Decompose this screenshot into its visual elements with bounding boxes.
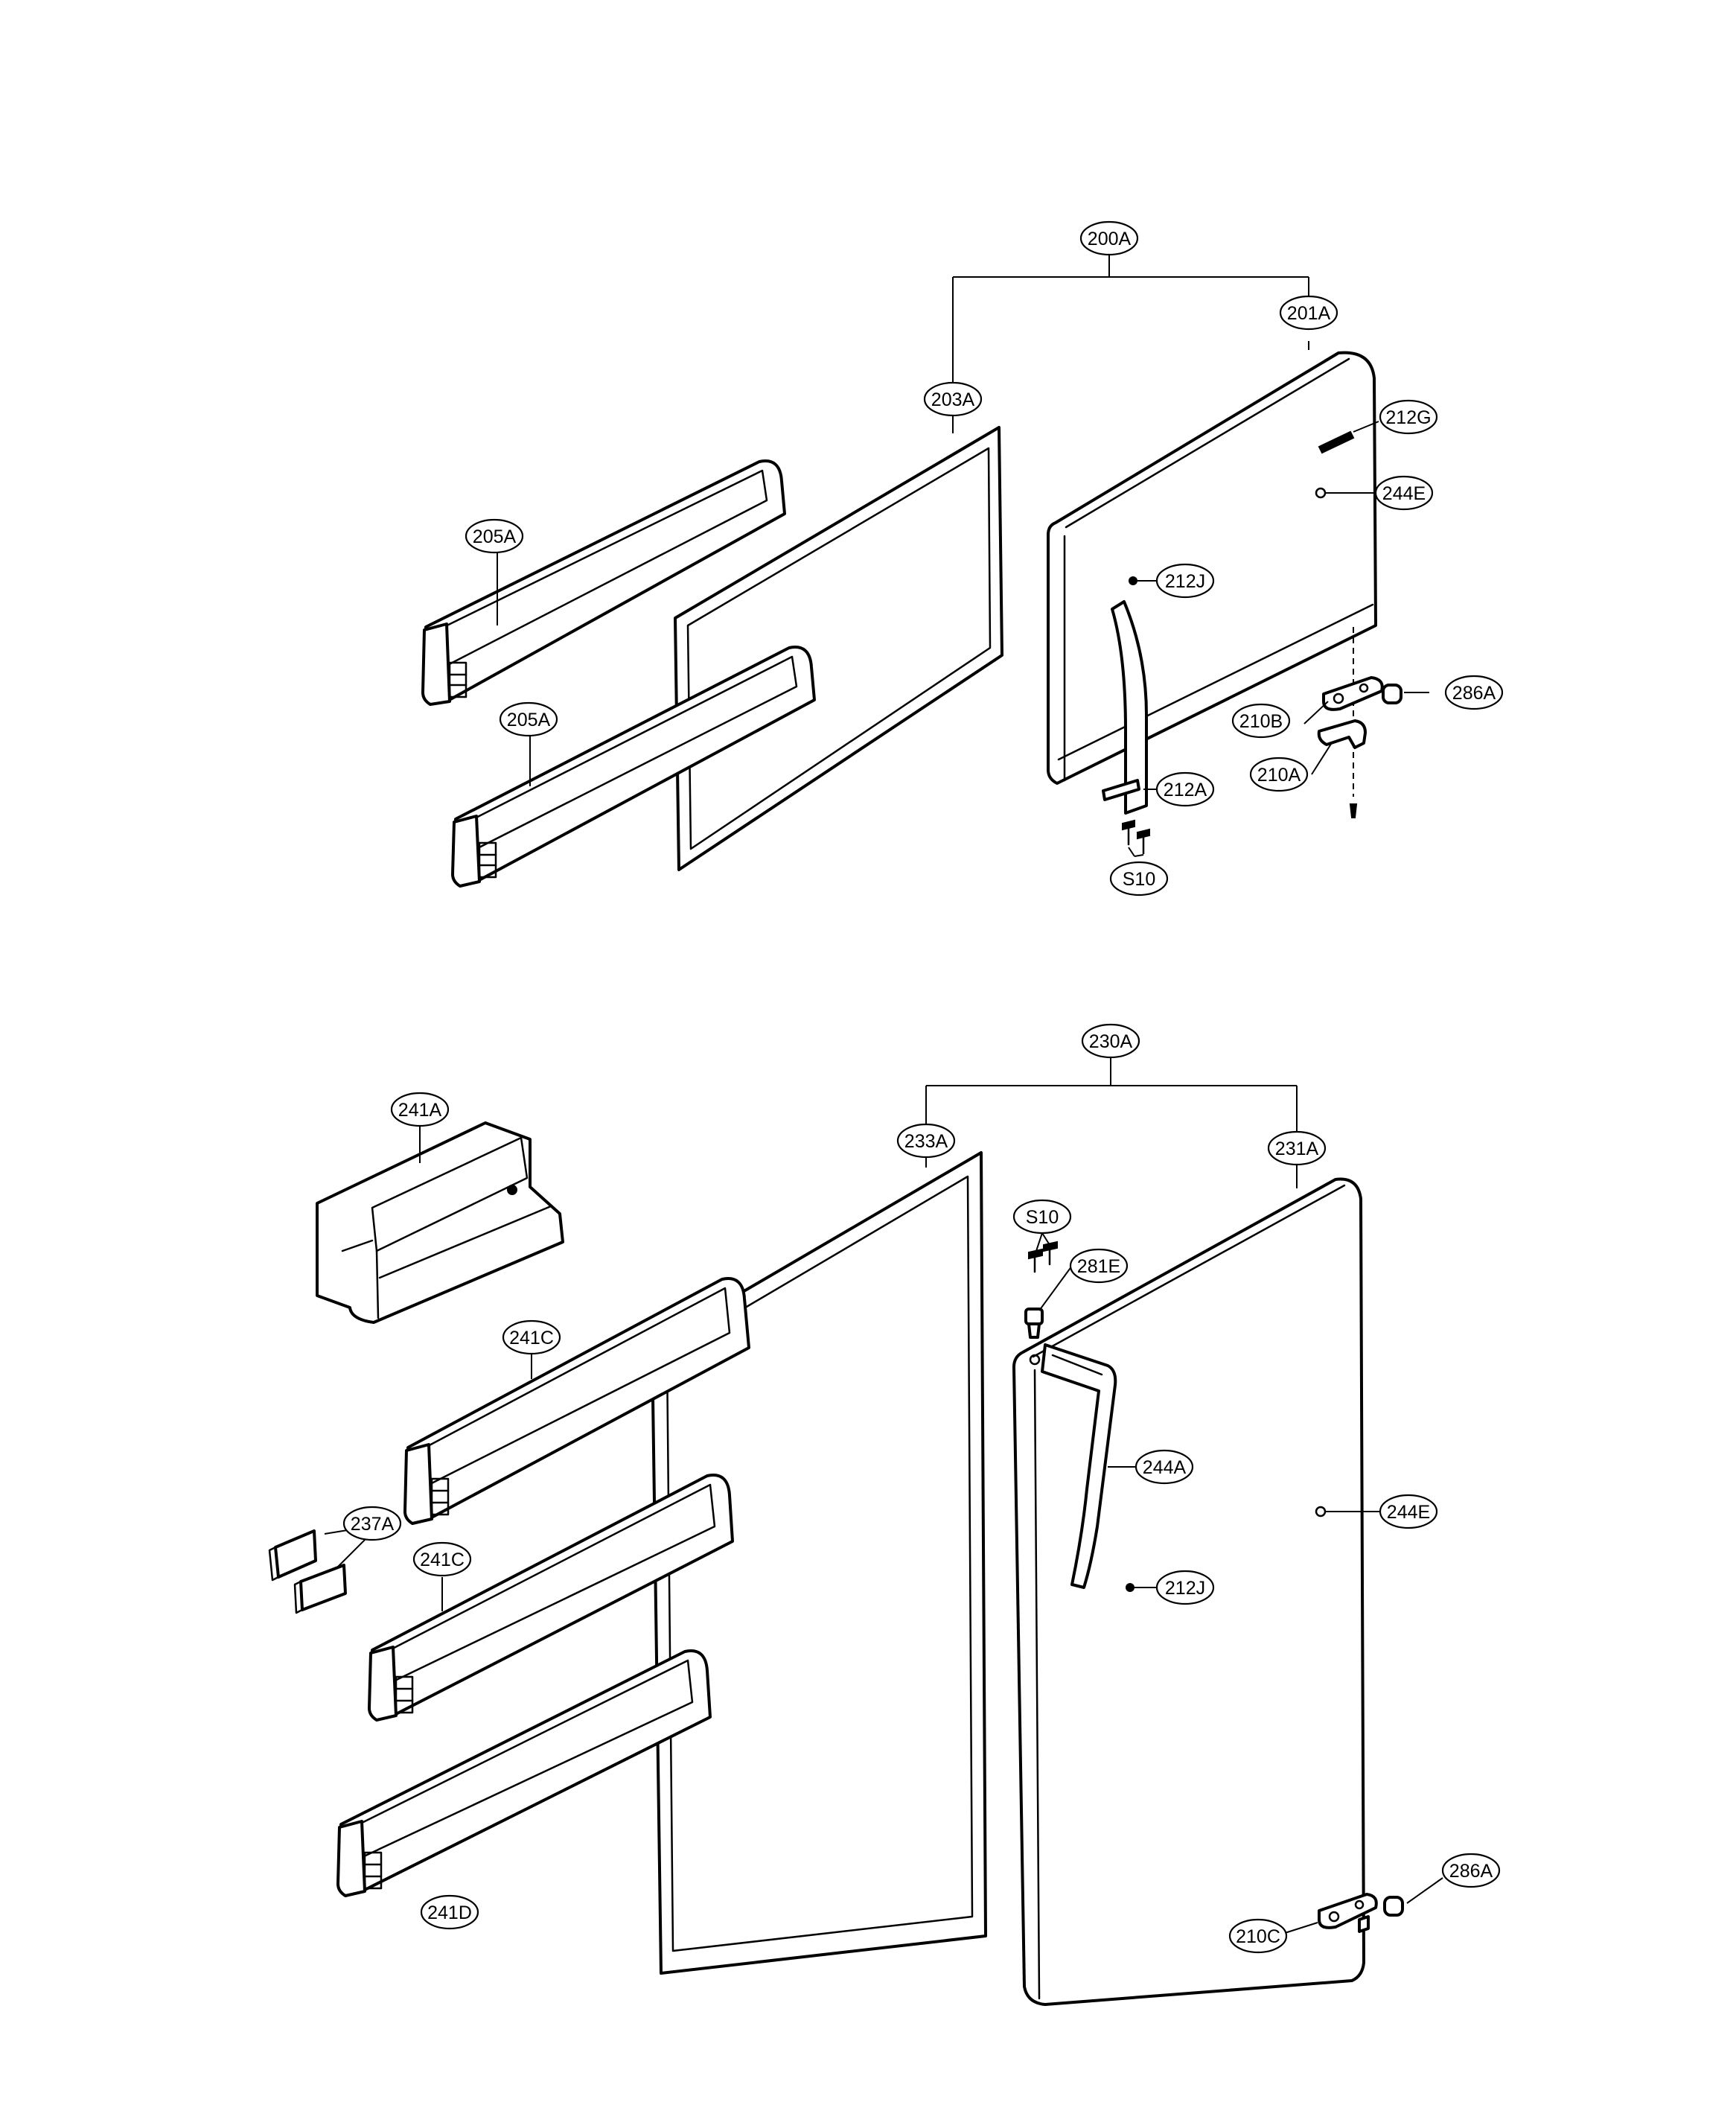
svg-text:241C: 241C bbox=[509, 1328, 554, 1348]
svg-text:205A: 205A bbox=[507, 710, 551, 730]
svg-text:286A: 286A bbox=[1449, 1861, 1493, 1882]
part-label-286a-lower: 286A bbox=[1441, 1853, 1501, 1888]
stopper-281e bbox=[1024, 1308, 1044, 1339]
lower-hinge-parts bbox=[1318, 1893, 1404, 1933]
lower-basket-2 bbox=[368, 1474, 734, 1722]
screw-icon bbox=[1028, 1241, 1058, 1273]
part-label-286a: 286A bbox=[1444, 675, 1504, 710]
part-label-205a-2: 205A bbox=[499, 701, 558, 737]
part-label-210a: 210A bbox=[1249, 757, 1309, 792]
upper-gasket bbox=[674, 426, 1003, 871]
lower-basket-1 bbox=[403, 1277, 750, 1525]
upper-door bbox=[1047, 351, 1377, 815]
part-label-230a: 230A bbox=[1081, 1023, 1140, 1059]
svg-text:212A: 212A bbox=[1164, 780, 1207, 800]
part-label-s10-lower: S10 bbox=[1012, 1199, 1072, 1235]
svg-text:212J: 212J bbox=[1165, 571, 1205, 592]
svg-text:241A: 241A bbox=[398, 1100, 442, 1121]
part-label-241c-2: 241C bbox=[412, 1541, 472, 1577]
svg-text:241D: 241D bbox=[427, 1902, 472, 1923]
part-label-200a: 200A bbox=[1079, 220, 1139, 256]
svg-text:203A: 203A bbox=[931, 389, 975, 410]
part-label-212j: 212J bbox=[1155, 563, 1215, 599]
svg-text:210B: 210B bbox=[1239, 711, 1283, 732]
part-label-203a: 203A bbox=[923, 381, 983, 417]
svg-text:286A: 286A bbox=[1452, 683, 1496, 704]
screw-plug-icon bbox=[1126, 1583, 1135, 1592]
upper-handle bbox=[1111, 600, 1148, 815]
svg-text:205A: 205A bbox=[473, 526, 517, 547]
divider-237a bbox=[268, 1529, 347, 1614]
svg-text:237A: 237A bbox=[351, 1514, 395, 1535]
svg-text:244E: 244E bbox=[1382, 483, 1426, 504]
part-label-244a: 244A bbox=[1135, 1449, 1194, 1485]
upper-basket-1 bbox=[421, 459, 786, 706]
badge-icon bbox=[1318, 430, 1355, 454]
svg-text:210A: 210A bbox=[1257, 765, 1301, 786]
svg-text:210C: 210C bbox=[1236, 1926, 1280, 1947]
part-label-212a: 212A bbox=[1155, 771, 1215, 807]
lower-door-assembly: 230A 241A 233A 231A S10 281E 241C 244A bbox=[268, 1023, 1501, 2006]
svg-text:212J: 212J bbox=[1165, 1578, 1205, 1599]
part-label-241a: 241A bbox=[390, 1092, 450, 1127]
lower-handle bbox=[1041, 1343, 1117, 1589]
screw-icon bbox=[1122, 819, 1150, 855]
svg-text:212G: 212G bbox=[1385, 407, 1431, 428]
bushing-286a bbox=[1382, 684, 1402, 704]
svg-text:241C: 241C bbox=[420, 1550, 465, 1570]
part-label-237a: 237A bbox=[342, 1506, 402, 1541]
part-label-210c: 210C bbox=[1228, 1918, 1288, 1954]
part-label-244e: 244E bbox=[1374, 475, 1434, 511]
part-label-281e: 281E bbox=[1069, 1248, 1129, 1284]
svg-text:230A: 230A bbox=[1089, 1031, 1133, 1052]
upper-door-assembly: 200A 201A 203A 212G 244E 205A 212J 205A bbox=[421, 220, 1504, 897]
svg-text:244A: 244A bbox=[1143, 1457, 1187, 1478]
upper-basket-2 bbox=[451, 646, 816, 888]
assembly-bracket-230a bbox=[925, 1056, 1298, 1132]
bushing-286a bbox=[1383, 1896, 1404, 1917]
part-label-210b: 210B bbox=[1231, 703, 1291, 739]
part-label-231a: 231A bbox=[1267, 1130, 1327, 1166]
hinge-bracket-210a bbox=[1317, 719, 1367, 749]
part-label-s10: S10 bbox=[1109, 861, 1169, 897]
svg-text:200A: 200A bbox=[1088, 229, 1132, 249]
svg-text:S10: S10 bbox=[1026, 1207, 1059, 1228]
part-label-244e-lower: 244E bbox=[1379, 1494, 1438, 1529]
svg-text:233A: 233A bbox=[904, 1131, 948, 1152]
part-label-201a: 201A bbox=[1279, 295, 1338, 331]
svg-text:244E: 244E bbox=[1387, 1502, 1430, 1523]
hinge-plate-210b bbox=[1322, 676, 1384, 711]
part-label-233a: 233A bbox=[896, 1123, 956, 1159]
part-label-212j-lower: 212J bbox=[1155, 1570, 1215, 1605]
assembly-bracket-200a bbox=[952, 255, 1309, 396]
lower-basket-3 bbox=[336, 1649, 712, 1897]
screw-plug-icon bbox=[1129, 576, 1137, 585]
part-label-212g: 212G bbox=[1379, 399, 1438, 435]
dairy-bin-241a bbox=[316, 1121, 564, 1324]
svg-text:231A: 231A bbox=[1275, 1139, 1319, 1159]
svg-text:S10: S10 bbox=[1123, 869, 1155, 890]
lower-gasket bbox=[651, 1151, 987, 1975]
part-label-205a: 205A bbox=[465, 518, 524, 554]
part-label-241d: 241D bbox=[420, 1894, 479, 1930]
part-label-241c: 241C bbox=[502, 1319, 561, 1355]
svg-text:201A: 201A bbox=[1287, 303, 1331, 324]
svg-text:281E: 281E bbox=[1077, 1256, 1120, 1277]
